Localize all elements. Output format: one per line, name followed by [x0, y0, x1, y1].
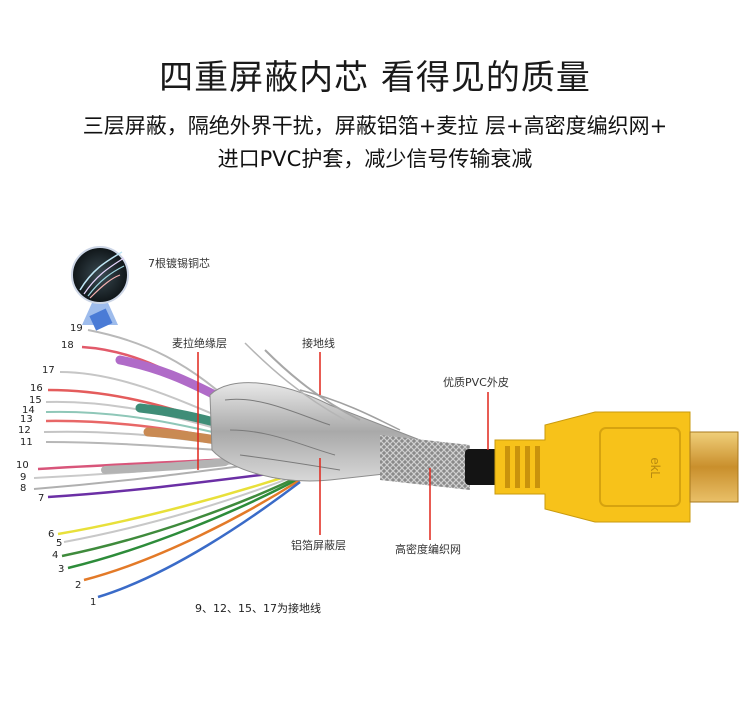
- pin-16: 16: [30, 383, 43, 394]
- wire-2: [83, 478, 301, 582]
- pin-18: 18: [61, 340, 74, 351]
- label-ground: 接地线: [302, 336, 335, 350]
- pin-7: 7: [38, 493, 44, 504]
- braid-shield: [380, 435, 470, 490]
- page-title: 四重屏蔽内芯 看得见的质量: [159, 58, 591, 98]
- pin-numbers: 19 18 17 16 15 14 13 12 11 10 9 8 7 6 5 …: [16, 323, 96, 608]
- pin-10: 10: [16, 460, 29, 471]
- pin-8: 8: [20, 483, 26, 494]
- pin-6: 6: [48, 529, 54, 540]
- hdmi-plug: ekL: [494, 411, 739, 523]
- pin-3: 3: [58, 564, 64, 575]
- plug-logo: ekL: [648, 458, 663, 479]
- pin-14: 14: [22, 405, 35, 416]
- label-core: 7根镀锡铜芯: [148, 256, 210, 270]
- description-line-2: 进口PVC护套，减少信号传输衰减: [217, 147, 533, 171]
- wire-6: [57, 470, 301, 536]
- core-magnifier: [71, 246, 129, 331]
- label-pvc: 优质PVC外皮: [443, 376, 509, 389]
- label-braid: 高密度编织网: [395, 542, 461, 556]
- wire-8: [33, 464, 251, 490]
- pin-5: 5: [56, 538, 62, 549]
- wire-4: [61, 474, 301, 558]
- pin-9: 9: [20, 472, 26, 483]
- pin-19: 19: [70, 323, 83, 334]
- pin-13: 13: [20, 414, 33, 425]
- wire-3: [67, 476, 301, 570]
- label-mylar: 麦拉绝缘层: [172, 336, 227, 350]
- pin-11: 11: [20, 437, 33, 448]
- wire-1: [97, 481, 301, 599]
- pin-15: 15: [29, 395, 42, 406]
- ground-note: 9、12、15、17为接地线: [195, 601, 321, 615]
- pin-1: 1: [90, 597, 96, 608]
- description-line-1: 三层屏蔽，隔绝外界干扰，屏蔽铝箔+麦拉 层+高密度编织网+: [82, 114, 668, 138]
- wire-5: [63, 473, 301, 543]
- pin-2: 2: [75, 580, 81, 591]
- pin-17: 17: [42, 365, 55, 376]
- label-markers: [197, 352, 489, 540]
- pin-12: 12: [18, 425, 31, 436]
- foil-shield: [209, 342, 421, 482]
- label-foil: 铝箔屏蔽层: [291, 538, 346, 552]
- pin-4: 4: [52, 550, 58, 561]
